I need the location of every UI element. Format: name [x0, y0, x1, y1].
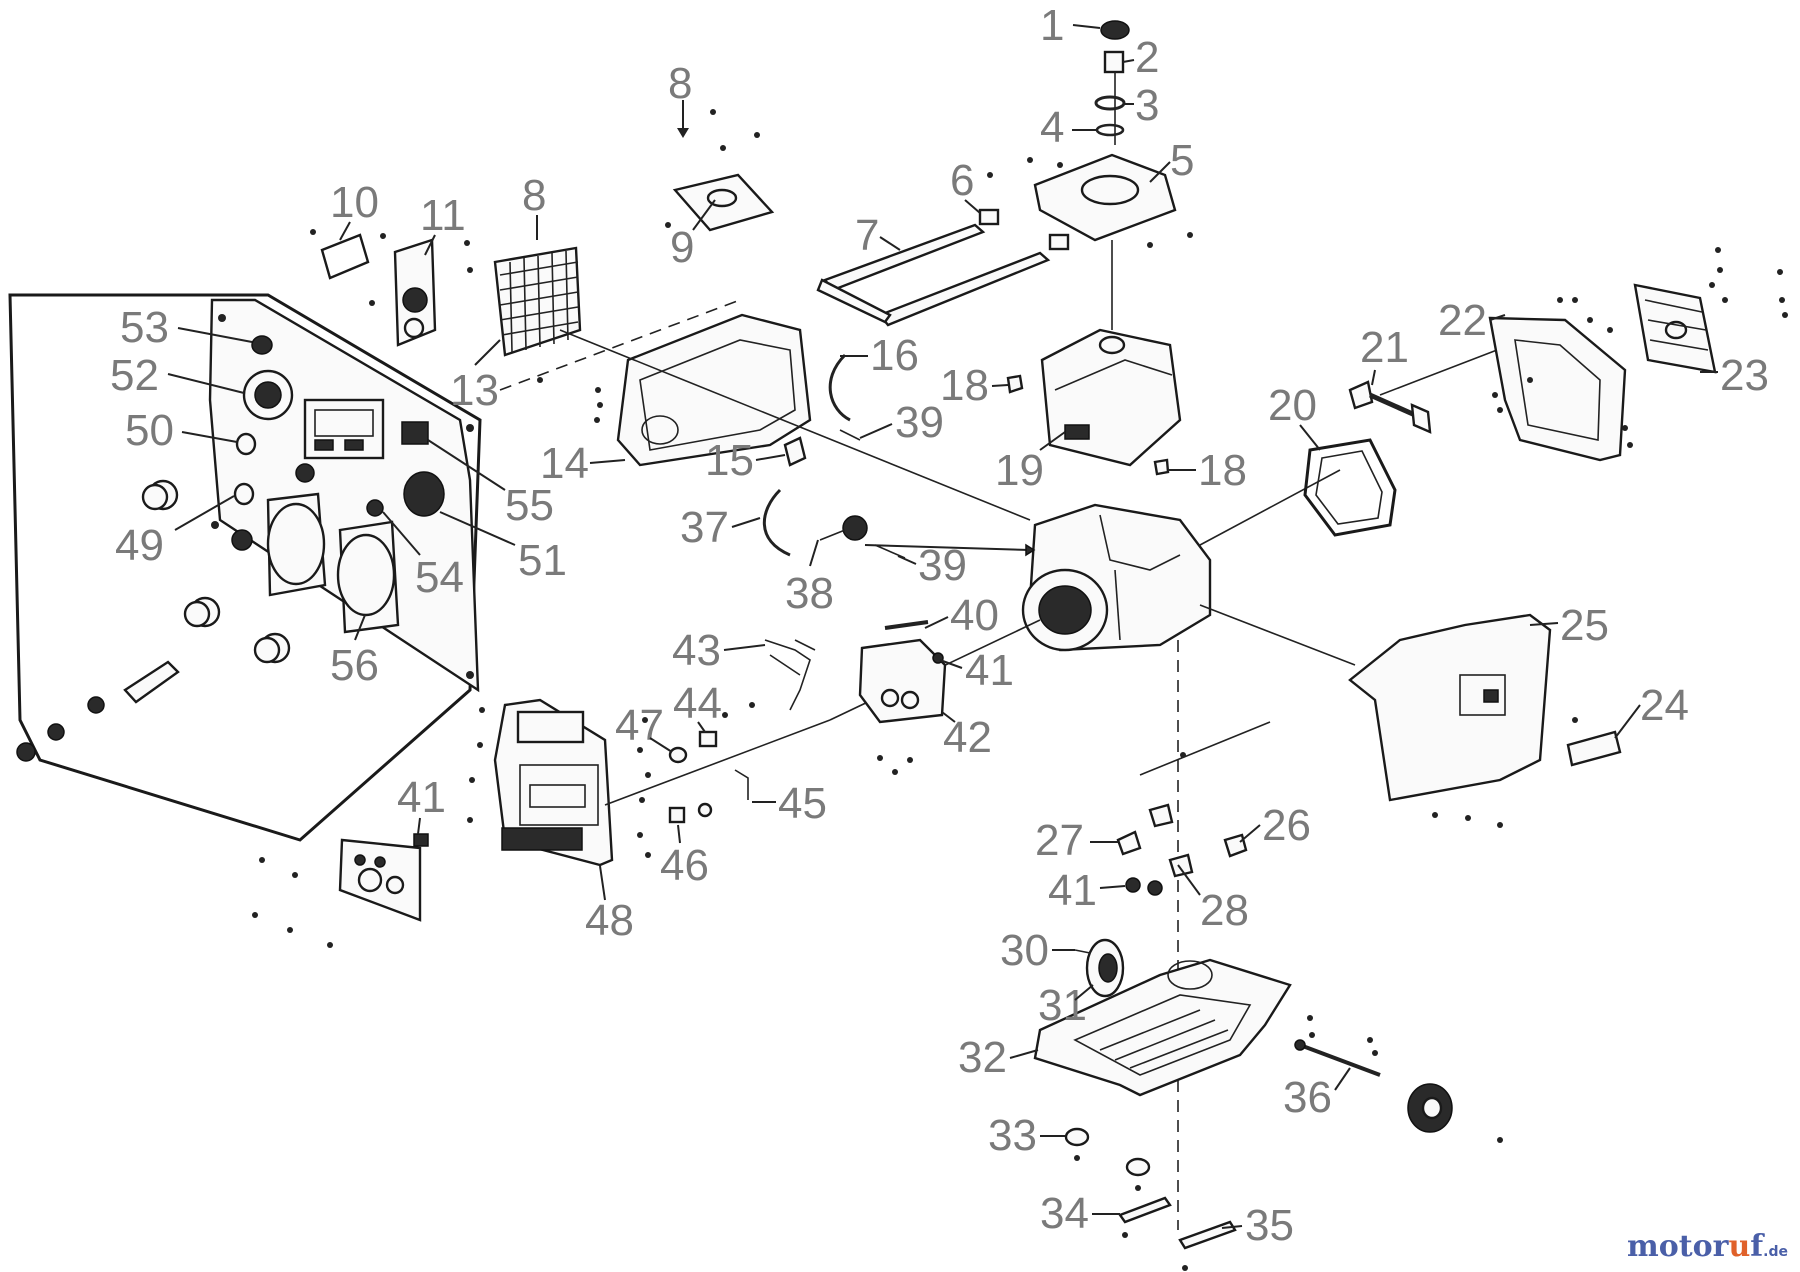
top-left-parts — [320, 233, 582, 357]
label-55: 55 — [505, 481, 554, 530]
label-13: 13 — [450, 366, 499, 415]
label-4: 4 — [1040, 103, 1064, 152]
label-36: 36 — [1283, 1073, 1332, 1122]
label-33: 33 — [988, 1111, 1037, 1160]
label-42: 42 — [943, 713, 992, 762]
label-8b: 8 — [522, 171, 546, 220]
front-panel-small — [338, 833, 429, 922]
side-frame-14 — [499, 299, 812, 467]
label-1: 1 — [1040, 1, 1064, 50]
assembly-line-3 — [1199, 604, 1356, 666]
label-23: 23 — [1720, 351, 1769, 400]
axle-36 — [1294, 1039, 1453, 1133]
part-21 — [1348, 380, 1432, 434]
base-32 — [1033, 958, 1292, 1097]
label-18: 18 — [940, 361, 989, 410]
foot-33 — [1064, 1127, 1090, 1147]
label-10: 10 — [330, 178, 379, 227]
assembly-line-4 — [1379, 344, 1511, 396]
label-11: 11 — [420, 191, 466, 240]
label-22: 22 — [1438, 296, 1487, 345]
wiring-43 — [764, 639, 816, 711]
label-41b: 41 — [397, 773, 446, 822]
hose-37 — [762, 488, 791, 557]
tank-cap-parts — [1033, 20, 1177, 330]
label-45: 45 — [778, 779, 827, 828]
label-49: 49 — [115, 521, 164, 570]
label-8: 8 — [668, 59, 692, 108]
assembly-line-8 — [1139, 721, 1271, 776]
label-31: 31 — [1038, 981, 1087, 1030]
label-2: 2 — [1135, 33, 1159, 82]
small-parts-44-47 — [668, 730, 749, 824]
label-24: 24 — [1640, 681, 1689, 730]
fuel-tank-19 — [1006, 328, 1182, 476]
label-15: 15 — [705, 436, 754, 485]
label-9: 9 — [670, 223, 694, 272]
label-54: 54 — [415, 553, 464, 602]
label-5: 5 — [1170, 136, 1194, 185]
label-51: 51 — [518, 536, 567, 585]
label-53: 53 — [120, 303, 169, 352]
label-41: 41 — [965, 646, 1014, 695]
label-44: 44 — [673, 679, 722, 728]
plate-23 — [1633, 283, 1717, 374]
inverter-42 — [858, 620, 947, 724]
label-27: 27 — [1035, 816, 1084, 865]
label-6: 6 — [950, 156, 974, 205]
label-41c: 41 — [1048, 866, 1097, 915]
wheel-31 — [1074, 938, 1125, 998]
label-56: 56 — [330, 641, 379, 690]
rear-cover-25 — [1348, 613, 1552, 802]
control-panel-assembly — [8, 293, 482, 842]
callout-labels: 1 2 3 4 5 6 7 8 8 9 10 11 13 14 15 16 18… — [110, 1, 1769, 1250]
brand-watermark: motoruf.de — [1627, 1229, 1788, 1264]
label-52: 52 — [110, 351, 159, 400]
screws — [252, 109, 1788, 1271]
label-43: 43 — [672, 626, 721, 675]
label-50: 50 — [125, 406, 174, 455]
label-48: 48 — [585, 896, 634, 945]
bracket-34 — [1118, 1196, 1172, 1224]
label-26: 26 — [1262, 801, 1311, 850]
label-16: 16 — [870, 331, 919, 380]
label-38: 38 — [785, 569, 834, 618]
label-35: 35 — [1245, 1201, 1294, 1250]
hose-16 — [828, 353, 851, 422]
gasket-20 — [1303, 438, 1397, 537]
cover-24 — [1566, 730, 1622, 767]
foot-33b — [1125, 1157, 1151, 1177]
label-39b: 39 — [918, 541, 967, 590]
mount-parts — [1116, 803, 1248, 896]
assembly-line-6 — [604, 719, 831, 806]
label-39: 39 — [895, 398, 944, 447]
top-plate-9 — [672, 100, 775, 232]
label-18b: 18 — [1198, 446, 1247, 495]
side-cover-22 — [1488, 316, 1627, 462]
label-32: 32 — [958, 1033, 1007, 1082]
label-25: 25 — [1560, 601, 1609, 650]
label-19: 19 — [995, 446, 1044, 495]
label-7: 7 — [855, 211, 879, 260]
handle-7 — [816, 208, 1070, 327]
assembly-line-1 — [559, 329, 1031, 521]
label-34: 34 — [1040, 1189, 1089, 1238]
front-cover-48 — [493, 698, 614, 867]
label-37: 37 — [680, 503, 729, 552]
label-40: 40 — [950, 591, 999, 640]
label-3: 3 — [1135, 81, 1159, 130]
engine-alternator — [864, 503, 1212, 652]
label-14: 14 — [540, 439, 589, 488]
label-28: 28 — [1200, 886, 1249, 935]
label-46: 46 — [660, 841, 709, 890]
label-21: 21 — [1360, 323, 1409, 372]
label-30: 30 — [1000, 926, 1049, 975]
small-parts-center — [783, 429, 906, 559]
label-20: 20 — [1268, 381, 1317, 430]
bracket-35 — [1178, 1220, 1237, 1250]
assembly-line-2 — [1199, 469, 1341, 546]
